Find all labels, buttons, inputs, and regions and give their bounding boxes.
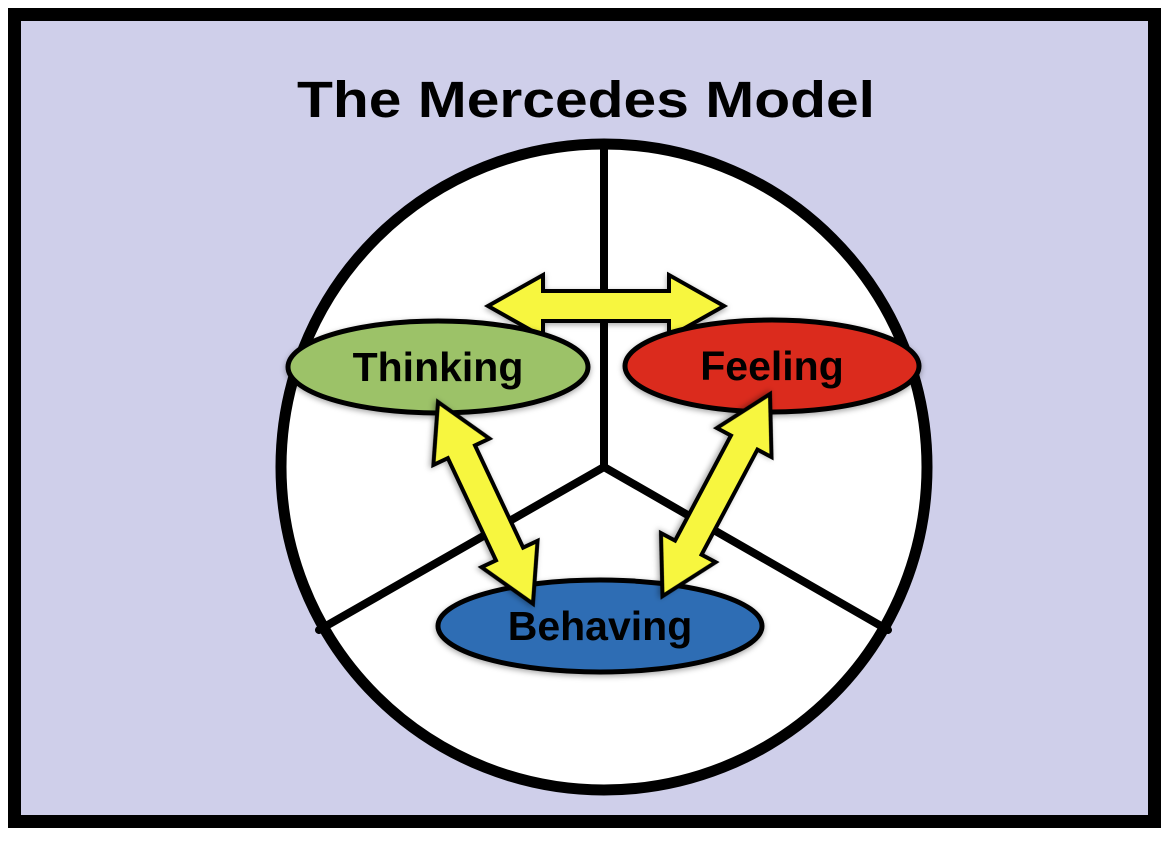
- behaving-node: Behaving: [435, 577, 765, 675]
- arrow-thinking-feeling: [483, 271, 729, 341]
- thinking-label: Thinking: [353, 344, 524, 390]
- arrow-feeling-behaving: [658, 390, 774, 600]
- thinking-node: Thinking: [285, 318, 591, 416]
- divider-line-lower-right: [600, 463, 892, 634]
- behaving-label: Behaving: [508, 603, 693, 649]
- diagram-title: The Mercedes Model: [297, 71, 875, 128]
- arrow-thinking-behaving: [431, 398, 540, 608]
- feeling-node: Feeling: [622, 317, 922, 415]
- feeling-label: Feeling: [700, 343, 844, 389]
- divider-line-lower-left: [315, 463, 608, 634]
- behaving-ellipse: [435, 577, 765, 675]
